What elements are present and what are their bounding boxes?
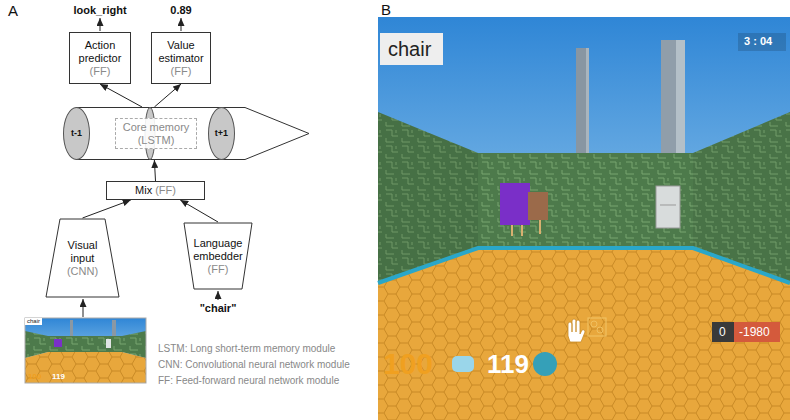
timestep-ellipse: t-1: [63, 107, 90, 160]
node-title: Core memory: [123, 121, 190, 134]
abbreviation-note: LSTM: Long short-term memory module: [158, 343, 335, 355]
thumb-hud-number: 119: [52, 372, 65, 382]
hud-number: 100: [383, 346, 433, 382]
dashed-inner-box: Core memory(LSTM): [115, 118, 197, 149]
visual-input-cnn: Visual input(CNN): [45, 218, 120, 298]
output-arrow: [181, 18, 182, 31]
output-arrow: [100, 18, 101, 31]
node-title: Visual input: [59, 239, 106, 265]
connector-arrow: [154, 160, 155, 181]
game-screenshot: [378, 17, 790, 420]
input-arrow: [218, 291, 219, 300]
connector-arrow: [154, 84, 181, 107]
node-type: (CNN): [67, 265, 98, 278]
score: -1980: [739, 325, 770, 339]
input-word: "chair": [200, 302, 237, 315]
thumb-instruction: chair: [25, 318, 42, 325]
connector-arrow: [100, 84, 142, 107]
node-type: (FF): [155, 184, 176, 197]
node-title: Language embedder: [187, 237, 249, 263]
timestep-ellipse: t+1: [208, 107, 235, 160]
hud-number: 119: [487, 349, 529, 380]
value-estimator-box: Value estimator(FF): [151, 32, 211, 84]
node-title: t+1: [215, 127, 228, 140]
node-title: t-1: [71, 127, 82, 140]
thumb-hud-number: 100: [28, 372, 41, 382]
node-type: (FF): [90, 65, 111, 78]
language-embedder: Language embedder(FF): [183, 222, 253, 290]
action-predictor-box: Action predictor(FF): [69, 32, 131, 84]
connector-arrow: [180, 200, 218, 222]
thumbnail-screenshot: [25, 318, 146, 383]
core-memory-lstm: Core memory(LSTM) t-1 t+1: [63, 107, 310, 160]
node-type: (LSTM): [138, 134, 175, 147]
node-title: Action predictor: [73, 39, 127, 65]
output-label: 0.89: [170, 4, 191, 17]
node-type: (FF): [208, 263, 229, 276]
panel-letter: A: [8, 2, 18, 20]
output-label: look_right: [73, 4, 126, 17]
instruction-word: chair: [380, 33, 443, 65]
node-title: Value estimator: [155, 39, 207, 65]
node-title: Mix: [135, 184, 152, 197]
input-arrow: [83, 299, 84, 317]
mix-box: Mix(FF): [106, 181, 205, 200]
panel-letter: B: [381, 1, 391, 19]
abbreviation-note: CNN: Convolutional neural network module: [158, 359, 350, 371]
score: 0: [719, 325, 726, 339]
timer: 3 : 04: [744, 35, 772, 48]
node-type: (FF): [171, 65, 192, 78]
connector-arrow: [83, 200, 131, 218]
abbreviation-note: FF: Feed-forward neural network module: [158, 375, 339, 387]
